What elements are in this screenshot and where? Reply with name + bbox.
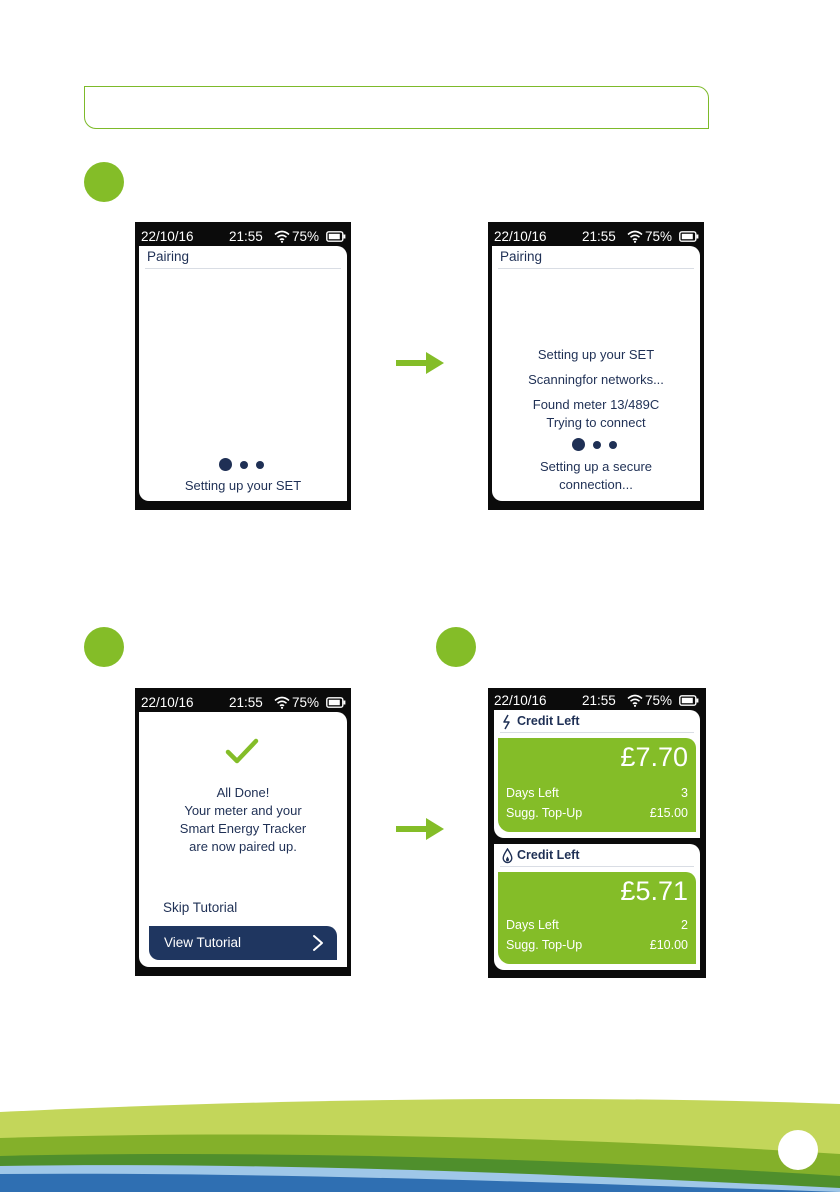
status-time: 21:55	[582, 229, 616, 244]
status-bar: 22/10/16 21:55 75%	[141, 694, 346, 712]
lightning-icon	[503, 714, 510, 730]
credit-amount: £7.70	[620, 742, 688, 772]
wifi-icon	[274, 230, 290, 243]
step-marker-2	[84, 627, 124, 667]
electricity-credit-panel: Credit Left £7.70 Days Left 3 Sugg. Top-…	[494, 710, 700, 838]
status-battery-percent: 75%	[645, 693, 673, 708]
status-date: 22/10/16	[494, 229, 547, 244]
skip-tutorial-link[interactable]: Skip Tutorial	[163, 900, 238, 915]
battery-icon	[326, 697, 346, 708]
chevron-right-icon	[313, 935, 323, 951]
panel-divider	[145, 268, 341, 269]
days-left-value: 3	[681, 786, 688, 800]
days-left-value: 2	[681, 918, 688, 932]
status-date: 22/10/16	[141, 229, 194, 244]
status-time: 21:55	[582, 693, 616, 708]
footer-wave	[0, 1098, 840, 1192]
credit-title: Credit Left	[517, 848, 580, 862]
battery-icon	[679, 695, 699, 706]
progress-line: Setting up your SET	[537, 347, 655, 362]
progress-line: Trying to connect	[546, 415, 646, 430]
done-message: are now paired up.	[189, 839, 297, 854]
gas-credit-panel: Credit Left £5.71 Days Left 2 Sugg. Top-…	[494, 844, 700, 970]
top-up-value: £10.00	[649, 938, 688, 952]
credit-title: Credit Left	[517, 714, 580, 728]
check-icon	[225, 738, 259, 764]
step-marker-3	[436, 627, 476, 667]
loading-dots	[492, 438, 700, 452]
top-up-value: £15.00	[649, 806, 688, 820]
credit-card: £7.70 Days Left 3 Sugg. Top-Up £15.00	[498, 738, 696, 832]
pairing-panel: Pairing Setting up your SET Scanningfor …	[492, 246, 700, 501]
panel-divider	[500, 866, 694, 867]
done-message: Smart Energy Tracker	[179, 821, 307, 836]
status-time: 21:55	[229, 229, 263, 244]
days-left-label: Days Left	[506, 786, 559, 800]
status-date: 22/10/16	[494, 693, 547, 708]
status-battery-percent: 75%	[645, 229, 673, 244]
status-time: 21:55	[229, 695, 263, 710]
done-message: All Done!	[216, 785, 270, 800]
arrow-right-icon	[396, 818, 444, 840]
progress-line: Scanningfor networks...	[528, 372, 664, 387]
days-left-label: Days Left	[506, 918, 559, 932]
step-marker-1	[84, 162, 124, 202]
credit-amount: £5.71	[620, 876, 688, 906]
panel-title: Pairing	[147, 249, 190, 264]
secure-message: Setting up a secure	[539, 459, 653, 474]
panel-title: Pairing	[500, 249, 543, 264]
secure-message: connection...	[559, 477, 633, 492]
loading-dots	[139, 458, 347, 472]
done-message: Your meter and your	[184, 803, 302, 818]
view-tutorial-label: View Tutorial	[164, 935, 242, 950]
progress-line: Found meter 13/489C	[532, 397, 660, 412]
status-bar: 22/10/16 21:55 75%	[494, 692, 700, 710]
wifi-icon	[274, 696, 290, 709]
flame-icon	[502, 848, 513, 864]
panel-divider	[498, 268, 694, 269]
top-up-label: Sugg. Top-Up	[506, 938, 583, 952]
device-screen-credit: 22/10/16 21:55 75% Credit Left £7.70 Day…	[488, 688, 706, 978]
status-battery-percent: 75%	[292, 229, 320, 244]
credit-card: £5.71 Days Left 2 Sugg. Top-Up £10.00	[498, 872, 696, 964]
top-up-label: Sugg. Top-Up	[506, 806, 583, 820]
wifi-icon	[627, 694, 643, 707]
device-screen-paired: 22/10/16 21:55 75% All Done! Your meter …	[135, 688, 351, 976]
device-screen-pairing: 22/10/16 21:55 75% Pairing Setting up yo…	[135, 222, 351, 510]
status-message: Setting up your SET	[184, 478, 302, 493]
status-date: 22/10/16	[141, 695, 194, 710]
status-bar: 22/10/16 21:55 75%	[494, 228, 699, 246]
section-header-box	[84, 86, 709, 129]
status-battery-percent: 75%	[292, 695, 320, 710]
device-screen-pairing-progress: 22/10/16 21:55 75% Pairing Setting up yo…	[488, 222, 704, 510]
wifi-icon	[627, 230, 643, 243]
battery-icon	[679, 231, 699, 242]
status-bar: 22/10/16 21:55 75%	[141, 228, 346, 246]
battery-icon	[326, 231, 346, 242]
page-number-badge	[778, 1130, 818, 1170]
arrow-right-icon	[396, 352, 444, 374]
view-tutorial-button[interactable]: View Tutorial	[149, 926, 337, 960]
paired-panel: All Done! Your meter and your Smart Ener…	[139, 712, 347, 967]
panel-divider	[500, 732, 694, 733]
pairing-panel: Pairing Setting up your SET	[139, 246, 347, 501]
